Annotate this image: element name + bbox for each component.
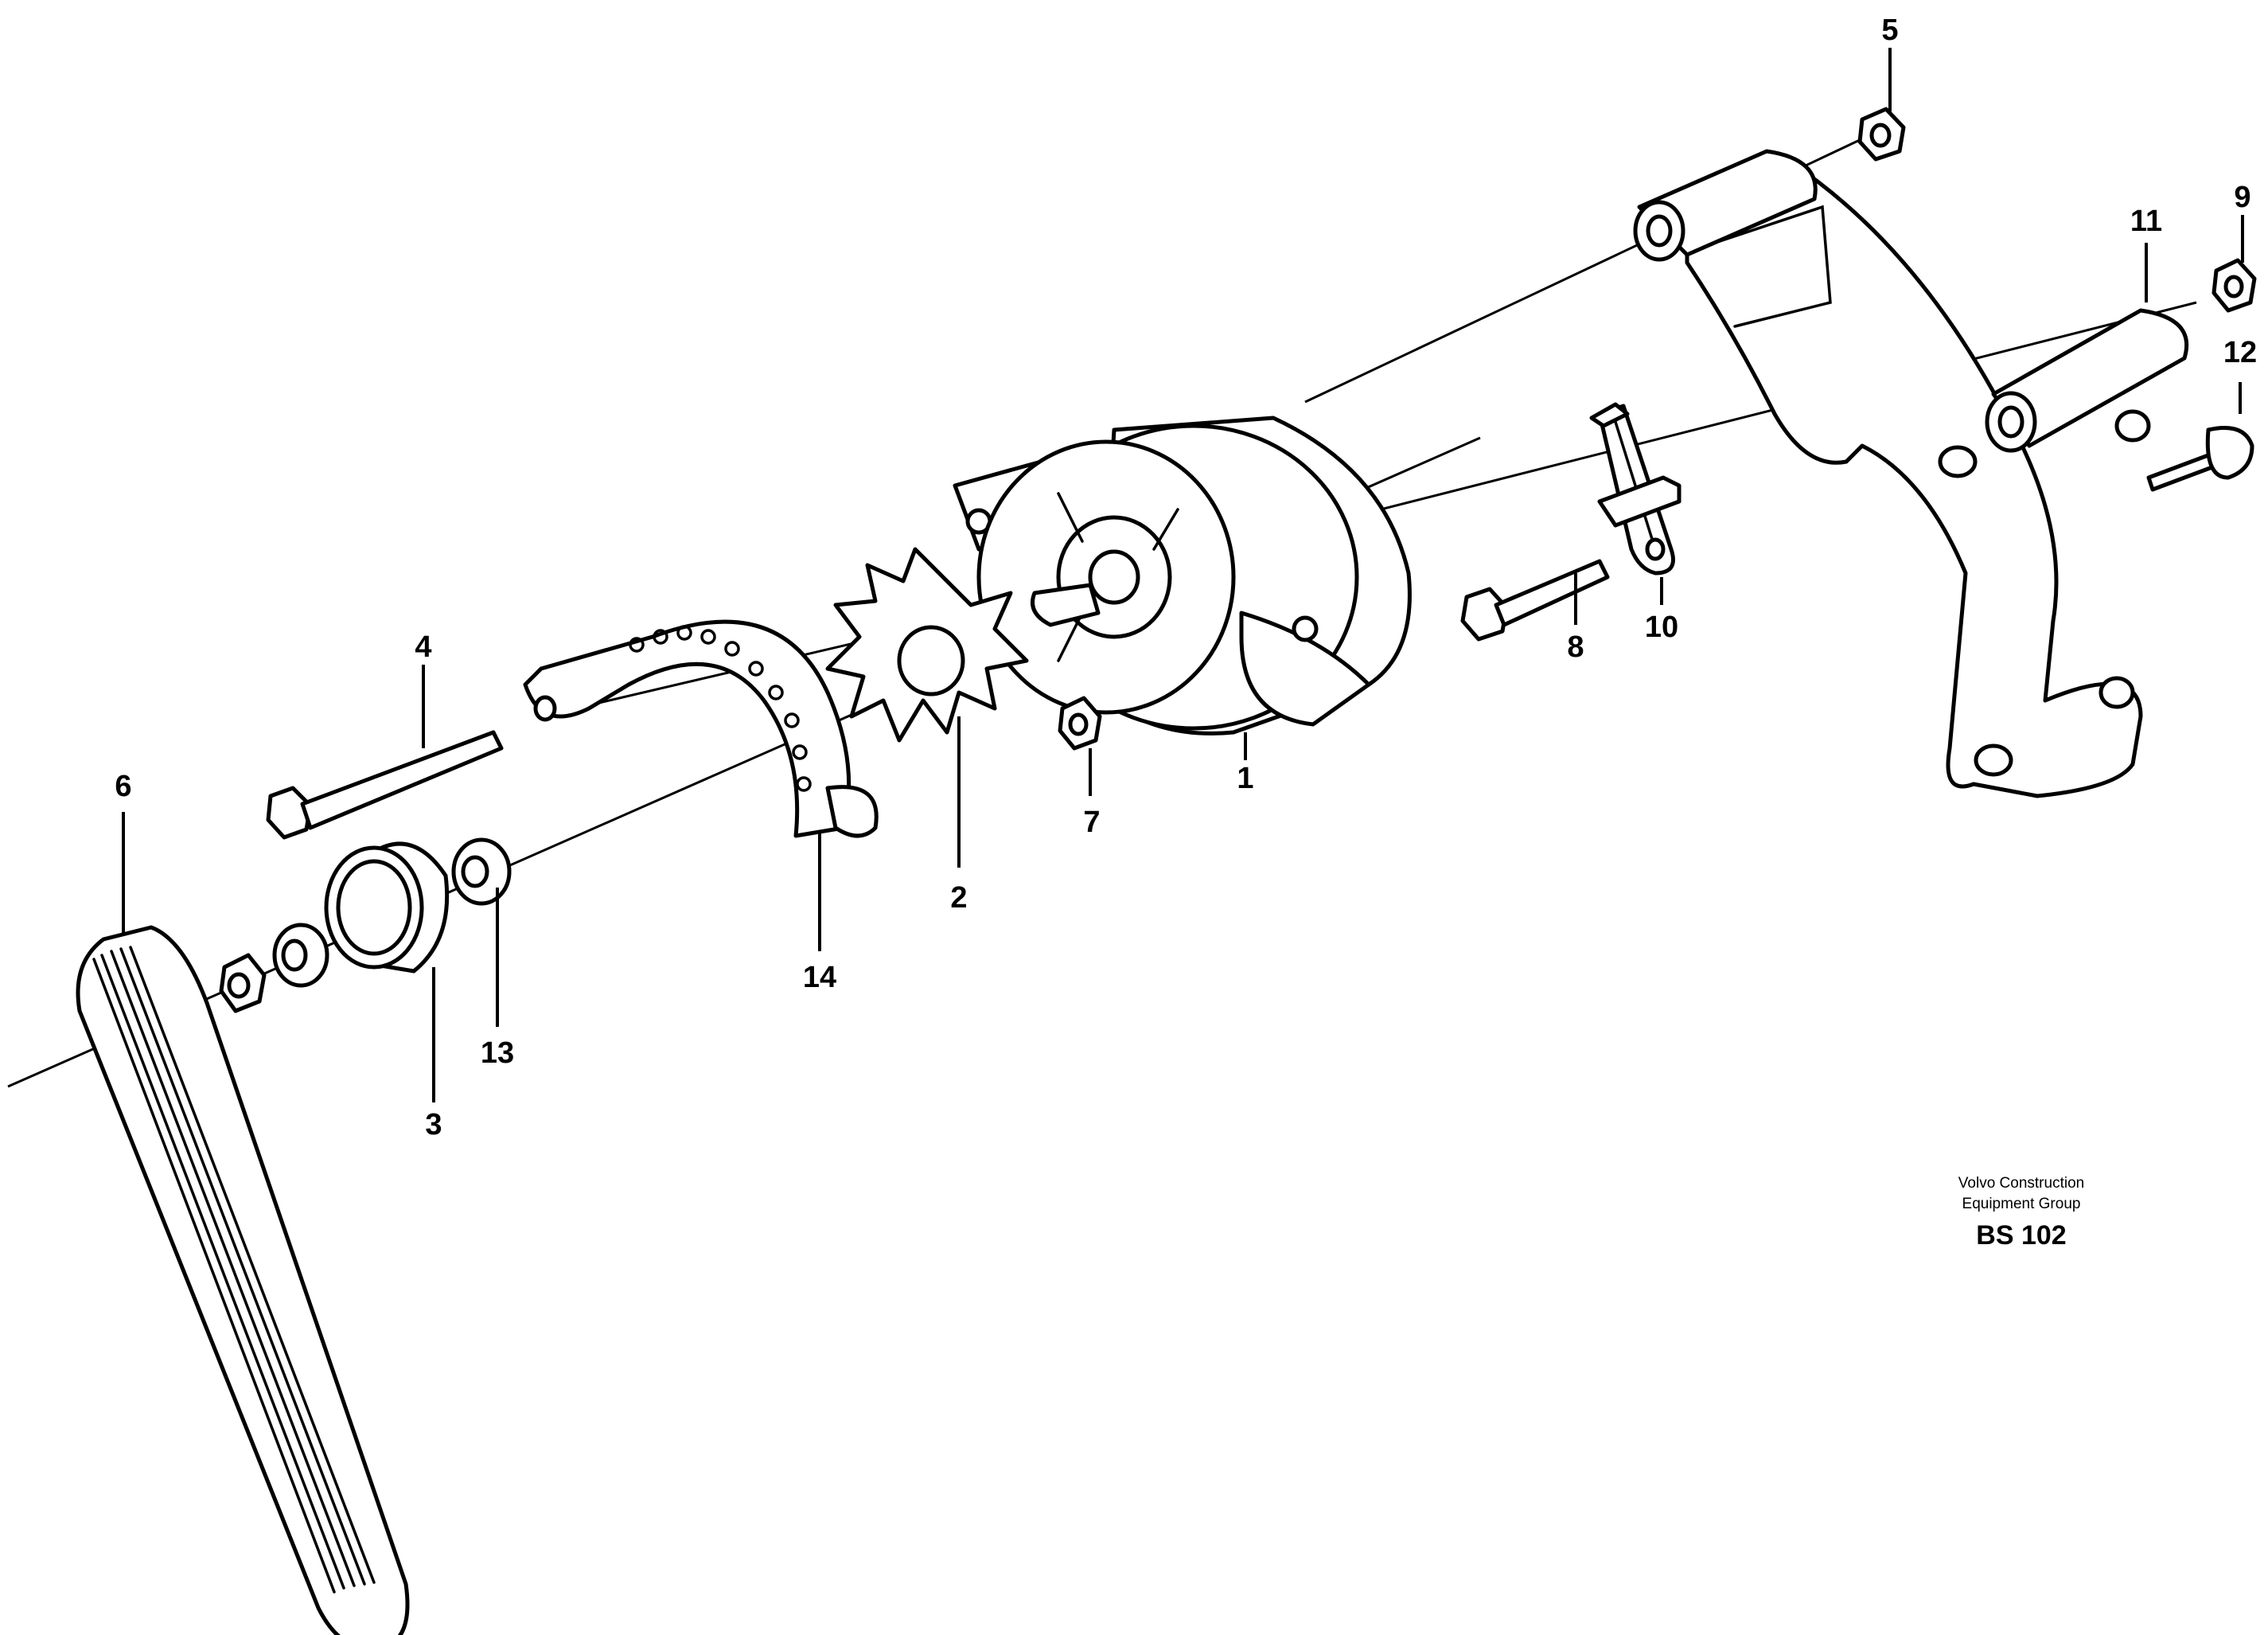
leader-lines (122, 48, 2244, 1102)
credit-line-2: Equipment Group (1962, 1196, 2081, 1212)
credit-block: Volvo Construction Equipment Group BS 10… (1958, 1175, 2084, 1251)
pulley-nut (219, 953, 267, 1013)
nut-7 (1058, 696, 1102, 751)
drive-belt (76, 925, 410, 1635)
washer-pulley (272, 923, 329, 988)
callout-7: 7 (1083, 806, 1100, 839)
callout-14: 14 (803, 961, 836, 994)
callout-1: 1 (1237, 762, 1253, 795)
callout-10: 10 (1645, 611, 1678, 644)
bolt-12 (2146, 426, 2254, 492)
callout-6: 6 (115, 770, 131, 803)
callout-11: 11 (2130, 205, 2162, 238)
bolt-4 (266, 730, 504, 840)
fan-guard (523, 619, 879, 838)
callout-12: 12 (2223, 336, 2257, 369)
callout-8: 8 (1567, 630, 1584, 664)
mounting-bracket (1633, 149, 2189, 798)
alternator (953, 416, 1412, 736)
nut-5 (1857, 107, 1906, 162)
callout-3: 3 (425, 1108, 442, 1141)
callout-5: 5 (1881, 14, 1898, 47)
fan (825, 547, 1029, 743)
callout-13: 13 (481, 1036, 514, 1070)
callout-9: 9 (2234, 181, 2250, 214)
bolt-8 (1460, 559, 1610, 642)
adjusting-link (1589, 402, 1682, 576)
nut-9 (2211, 258, 2257, 313)
pulley (324, 841, 450, 974)
credit-line-1: Volvo Construction (1958, 1175, 2084, 1192)
callout-labels: 1 2 3 4 5 6 7 8 9 10 11 12 13 14 (115, 14, 2257, 1141)
washer-13 (451, 837, 512, 906)
callout-2: 2 (950, 881, 967, 915)
figure-reference: BS 102 (1976, 1220, 2066, 1251)
callout-4: 4 (415, 630, 431, 664)
